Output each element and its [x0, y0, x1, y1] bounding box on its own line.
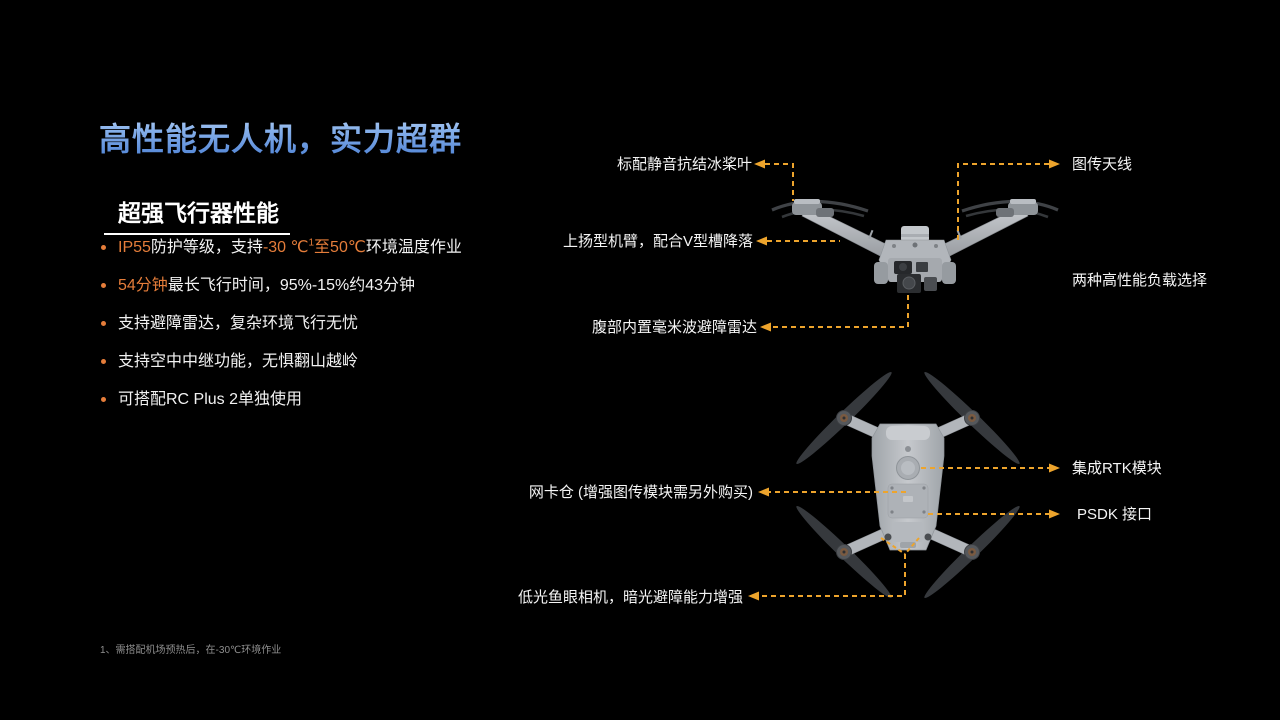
bullet-text: 环境温度作业	[365, 239, 462, 256]
bullet-text: 防护等级，支持	[150, 239, 263, 256]
top-drone-illustration	[771, 199, 1059, 293]
callout-label-arm: 上扬型机臂，配合V型槽降落	[562, 233, 753, 250]
callout-label-fisheye: 低光鱼眼相机，暗光避障能力增强	[517, 589, 743, 606]
bullet-marker	[101, 321, 106, 326]
callout-label-psdk: PSDK 接口	[1077, 506, 1153, 523]
bullet-text-highlight: 54分钟	[118, 277, 168, 294]
bottom-drone-illustration	[796, 371, 1020, 599]
bullet-text: 最长飞行时间，95%-15%约43分钟	[167, 277, 415, 294]
bullet-item: 54分钟最长飞行时间，95%-15%约43分钟	[99, 277, 462, 294]
bullet-text: 支持空中中继功能，无惧翻山越岭	[118, 353, 359, 370]
bullet-marker	[101, 245, 106, 250]
bullet-text: 可搭配RC Plus 2单独使用	[118, 391, 303, 408]
feature-bullet-list: IP55防护等级，支持-30 ℃1至50℃环境温度作业 54分钟最长飞行时间，9…	[99, 237, 462, 429]
bullet-text-highlight: 至50℃	[314, 239, 366, 256]
bullet-marker	[101, 359, 106, 364]
callout-label-radar: 腹部内置毫米波避障雷达	[591, 319, 757, 336]
callout-label-payload: 两种高性能负载选择	[1072, 272, 1208, 289]
section-heading-text: 超强飞行器性能	[118, 200, 279, 226]
bullet-item: 可搭配RC Plus 2单独使用	[99, 391, 462, 408]
bullet-item: 支持避障雷达，复杂环境飞行无忧	[99, 315, 462, 332]
callout-label-propeller: 标配静音抗结冰桨叶	[616, 156, 752, 173]
bullet-item: IP55防护等级，支持-30 ℃1至50℃环境温度作业	[99, 237, 462, 256]
bullet-marker	[101, 283, 106, 288]
page-title: 高性能无人机，实力超群	[99, 114, 462, 160]
bullet-text: 支持避障雷达，复杂环境飞行无忧	[118, 315, 359, 332]
callout-label-antenna: 图传天线	[1072, 156, 1133, 173]
section-heading: 超强飞行器性能	[104, 194, 290, 235]
footnote: 1、需搭配机场预热后，在-30℃环境作业	[100, 645, 282, 656]
callout-label-sim-bay: 网卡仓 (增强图传模块需另外购买)	[528, 484, 753, 501]
bullet-item: 支持空中中继功能，无惧翻山越岭	[99, 353, 462, 370]
bullet-text-highlight: -30 ℃	[262, 239, 309, 256]
bullet-marker	[101, 397, 106, 402]
footnote-ref: 1	[308, 237, 315, 249]
bullet-text-highlight: IP55	[118, 239, 151, 256]
callout-label-rtk: 集成RTK模块	[1072, 460, 1162, 477]
